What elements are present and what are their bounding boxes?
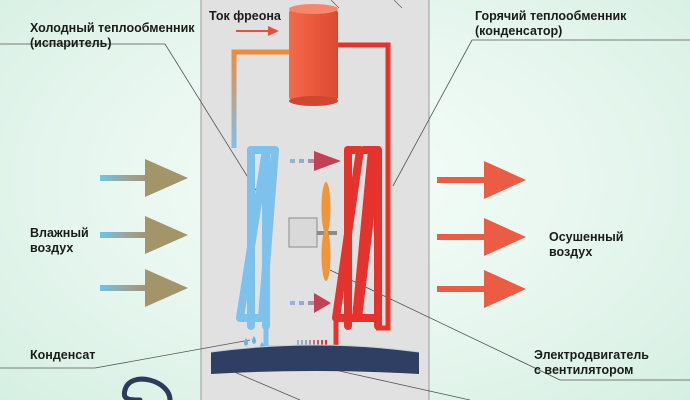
label-cold-exchanger: Холодный теплообменник (30, 21, 195, 35)
pointer-line-bottom (334, 369, 471, 400)
fan-blade-upper (321, 182, 331, 234)
inlet-arrow (100, 269, 188, 307)
housing-top-tick (330, 0, 340, 9)
pipe-compressor-to-condenser (338, 42, 391, 331)
pointer-line-cold (164, 43, 263, 201)
label-hot-exchanger: Горячий теплообменник (475, 9, 627, 23)
label-hot-exchanger-sub: (конденсатор) (475, 24, 563, 38)
power-cable (121, 376, 173, 400)
outlet-arrow (437, 270, 526, 308)
pointer-line-hot (392, 39, 473, 187)
label-condensate: Конденсат (30, 348, 96, 362)
label-motor-2: с вентилятором (534, 363, 634, 377)
label-cold-exchanger-sub: (испаритель) (30, 36, 112, 50)
pointer-line-motor (329, 269, 561, 381)
internal-arrow-bottom (290, 293, 331, 313)
internal-arrow-top (290, 151, 341, 171)
label-humid-air: Влажный (30, 226, 89, 240)
condensate-tray-surface (210, 344, 420, 353)
outlet-arrow (437, 218, 526, 256)
fan-blade-lower (321, 229, 331, 281)
pipe-evaporator-to-compressor (231, 49, 290, 148)
inlet-arrow (100, 216, 188, 254)
compressor (289, 4, 338, 106)
label-freon-flow: Ток фреона (209, 9, 281, 23)
motor-with-fan (288, 182, 337, 281)
housing-top-tick (393, 0, 403, 9)
outlet-arrow (437, 161, 526, 199)
label-dried-air-2: воздух (549, 245, 593, 259)
hot-exchanger-coil (332, 146, 382, 330)
freon-flow-arrow (236, 26, 279, 36)
cold-exchanger-coil (236, 146, 279, 330)
label-humid-air-2: воздух (30, 241, 74, 255)
pointer-line-bottom (224, 367, 301, 400)
pointer-lines (0, 39, 690, 400)
condensate-tray (211, 345, 419, 374)
label-motor: Электродвигатель (534, 348, 649, 362)
pointer-line-condensate (94, 339, 251, 369)
inlet-arrow (100, 159, 188, 197)
motor-box (288, 217, 318, 248)
label-dried-air: Осушенный (549, 230, 624, 244)
